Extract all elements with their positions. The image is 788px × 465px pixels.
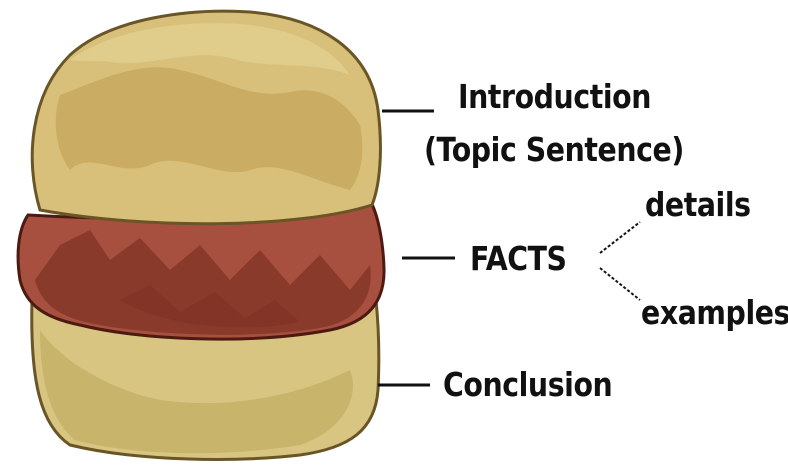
examples-label: examples	[641, 296, 788, 329]
introduction-label: Introduction	[458, 80, 651, 113]
details-branch-line	[600, 222, 640, 253]
conclusion-label: Conclusion	[443, 368, 612, 401]
facts-label: FACTS	[470, 242, 567, 275]
topic-sentence-label: (Topic Sentence)	[424, 133, 684, 166]
top-bun	[32, 11, 380, 224]
details-label: details	[645, 188, 751, 221]
examples-branch-line	[600, 268, 640, 300]
